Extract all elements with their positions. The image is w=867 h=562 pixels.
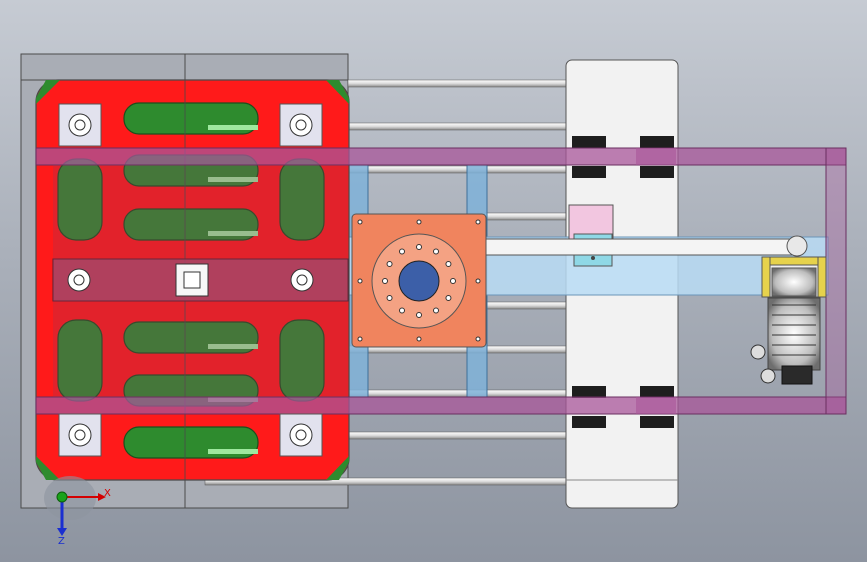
center-flange [175, 263, 209, 297]
cable-gland [760, 368, 776, 384]
bolt-hole [433, 307, 439, 314]
purple-rails [35, 147, 847, 415]
mount-pad [58, 103, 102, 147]
linear-bearing [640, 386, 674, 398]
linear-bearing [572, 386, 606, 398]
bolt-hole [445, 261, 452, 267]
motor-assembly [750, 235, 827, 385]
guide-rod [484, 301, 569, 310]
linear-bearing [572, 136, 606, 148]
linear-bearing [572, 166, 606, 178]
origin-y-axis [56, 491, 68, 503]
bolt-hole [416, 219, 422, 225]
linear-bearing [640, 136, 674, 148]
bolt-hole [475, 336, 481, 342]
linear-bearing [640, 166, 674, 178]
bolt-hole [357, 278, 363, 284]
linear-bearing [572, 416, 606, 428]
bolt-hole [450, 278, 456, 284]
corner-mounts [58, 103, 323, 457]
mount-pad [58, 413, 102, 457]
guide-rod [347, 165, 569, 174]
bolt-hole [386, 295, 393, 301]
rotary-plate [351, 213, 487, 348]
mount-pad [279, 413, 323, 457]
mount-pad [279, 103, 323, 147]
guide-rod [347, 431, 569, 440]
bolt-hole [475, 219, 481, 225]
linear-bearing [640, 416, 674, 428]
guide-rod [484, 212, 569, 221]
motor-bracket [761, 256, 827, 266]
mount-pad [290, 268, 314, 292]
bolt-hole [399, 248, 405, 255]
guide-rod [347, 79, 569, 88]
z-axis-label: Z [58, 536, 65, 547]
bolt-hole [475, 278, 481, 284]
bolt-hole [445, 295, 452, 301]
bolt-hole [416, 312, 422, 318]
coordinate-triad: X Z [44, 476, 111, 547]
center-bore [398, 260, 440, 302]
guide-rod [347, 389, 569, 398]
cable-gland [750, 344, 766, 360]
bolt-holes [357, 219, 481, 342]
x-axis-label: X [104, 488, 111, 499]
bolt-hole [386, 261, 393, 267]
bolt-hole [416, 244, 422, 250]
pulley [786, 235, 808, 257]
bolt-hole [382, 278, 388, 284]
bolt-hole [357, 336, 363, 342]
drive-belt [485, 238, 799, 256]
bolt-hole [433, 248, 439, 255]
motor-body [767, 297, 821, 371]
mount-pad [67, 268, 91, 292]
bolt-hole [416, 336, 422, 342]
bolt-hole [357, 219, 363, 225]
guide-rod [347, 122, 569, 131]
bolt-hole [399, 307, 405, 314]
